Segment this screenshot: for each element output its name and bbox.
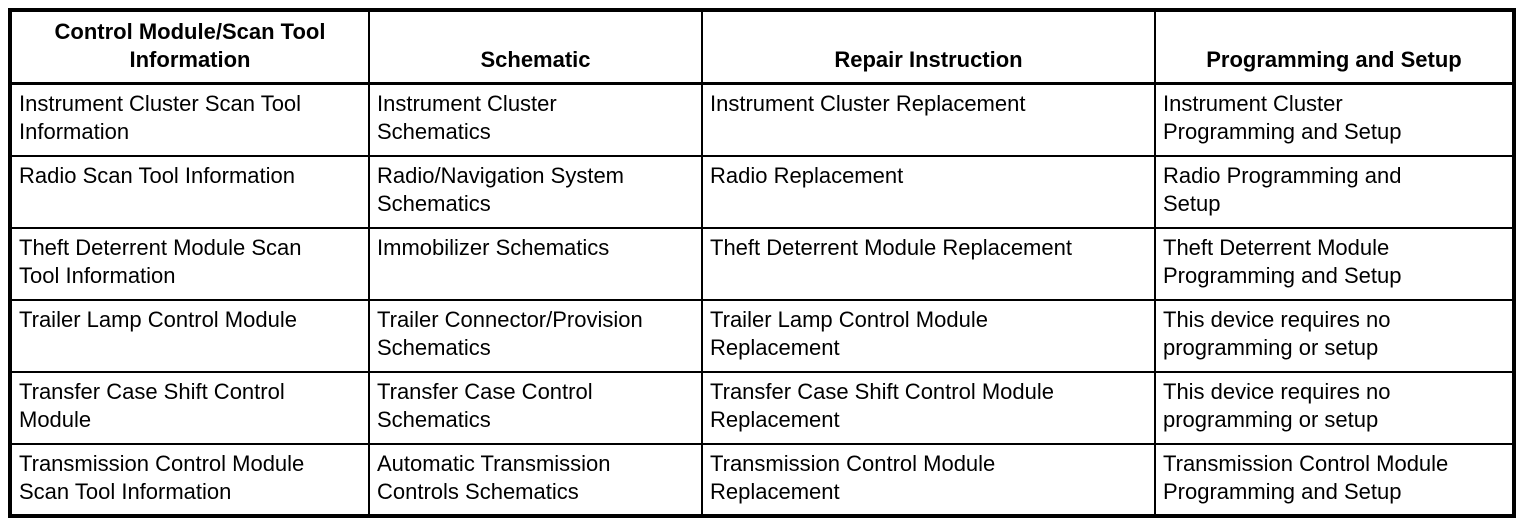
table-row-transfer-case-shift-control-module: Transfer Case Shift Control Module Trans… [9,370,1515,445]
cell-programming-setup: Radio Programming and Setup [1154,154,1515,229]
cell-schematic: Radio/Navigation System Schematics [368,154,703,229]
cell-module-info: Transmission Control Module Scan Tool In… [9,442,370,517]
header-row: Control Module/Scan Tool Information Sch… [9,9,1515,85]
cell-programming-setup: Theft Deterrent Module Programming and S… [1154,226,1515,301]
control-module-reference-table: Control Module/Scan Tool Information Sch… [8,8,1516,518]
cell-module-info: Radio Scan Tool Information [9,154,370,229]
cell-schematic: Transfer Case Control Schematics [368,370,703,445]
cell-repair-instruction: Radio Replacement [701,154,1156,229]
cell-module-info: Transfer Case Shift Control Module [9,370,370,445]
header-cell-repair-instruction: Repair Instruction [701,9,1156,85]
cell-schematic: Trailer Connector/Provision Schematics [368,298,703,373]
cell-programming-setup: Instrument Cluster Programming and Setup [1154,82,1515,157]
cell-programming-setup: Transmission Control Module Programming … [1154,442,1515,517]
cell-programming-setup: This device requires no programming or s… [1154,370,1515,445]
cell-schematic: Instrument Cluster Schematics [368,82,703,157]
header-cell-schematic: Schematic [368,9,703,85]
cell-module-info: Instrument Cluster Scan Tool Information [9,82,370,157]
table-row-instrument-cluster: Instrument Cluster Scan Tool Information… [9,82,1515,157]
table-row-transmission-control-module: Transmission Control Module Scan Tool In… [9,442,1515,517]
header-cell-programming-and-setup: Programming and Setup [1154,9,1515,85]
table-row-radio: Radio Scan Tool Information Radio/Naviga… [9,154,1515,229]
table-row-trailer-lamp-control-module: Trailer Lamp Control Module Trailer Conn… [9,298,1515,373]
cell-module-info: Theft Deterrent Module Scan Tool Informa… [9,226,370,301]
cell-schematic: Immobilizer Schematics [368,226,703,301]
cell-programming-setup: This device requires no programming or s… [1154,298,1515,373]
cell-module-info: Trailer Lamp Control Module [9,298,370,373]
cell-repair-instruction: Instrument Cluster Replacement [701,82,1156,157]
cell-repair-instruction: Theft Deterrent Module Replacement [701,226,1156,301]
cell-schematic: Automatic Transmission Controls Schemati… [368,442,703,517]
header-cell-control-module-scan-tool-information: Control Module/Scan Tool Information [9,9,370,85]
cell-repair-instruction: Transfer Case Shift Control Module Repla… [701,370,1156,445]
table-header: Control Module/Scan Tool Information Sch… [9,9,1515,85]
table-body: Instrument Cluster Scan Tool Information… [9,82,1515,517]
table-row-theft-deterrent-module: Theft Deterrent Module Scan Tool Informa… [9,226,1515,301]
cell-repair-instruction: Transmission Control Module Replacement [701,442,1156,517]
cell-repair-instruction: Trailer Lamp Control Module Replacement [701,298,1156,373]
